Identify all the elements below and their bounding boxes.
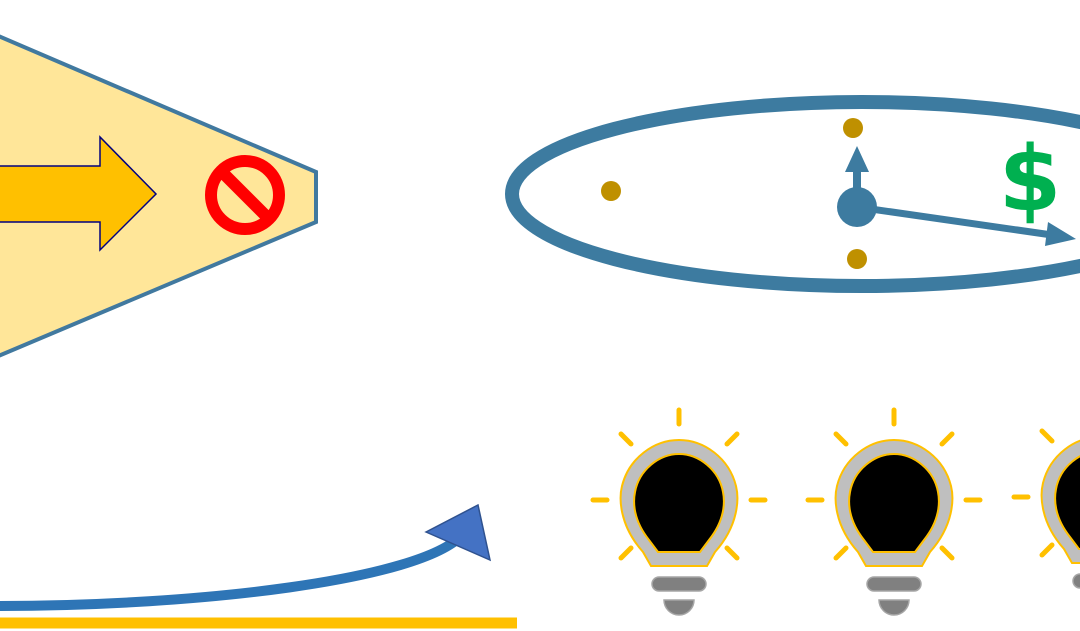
hour-marker-dot [843, 118, 863, 138]
growth-curve [0, 503, 517, 629]
dollar-sign: $ [999, 127, 1062, 232]
clock-diagram: $ [505, 95, 1080, 293]
lightbulb-bright-icon [593, 410, 765, 615]
clock-face [505, 95, 1080, 293]
lightbulb-faded-icon [1014, 407, 1080, 612]
blocked-funnel [0, 34, 318, 358]
curve-arrowhead [424, 503, 492, 562]
hour-marker-dot [601, 181, 621, 201]
clock-minute-hand [856, 203, 1076, 246]
right-arrow-icon [0, 135, 158, 252]
prohibited-icon [205, 155, 285, 235]
funnel-shape [0, 34, 318, 358]
lightbulb-dim-icon [808, 410, 980, 615]
clock-hub [837, 187, 877, 227]
hour-marker-dot [847, 249, 867, 269]
